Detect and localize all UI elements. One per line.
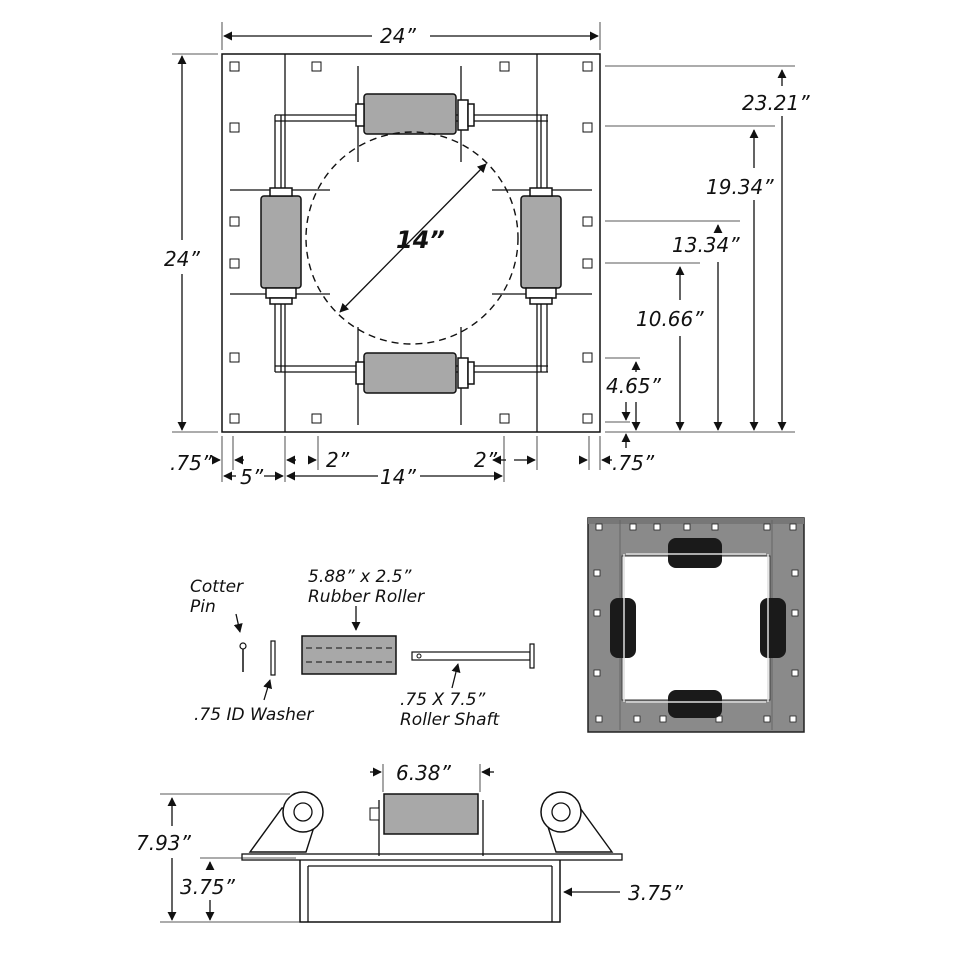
side-view: 6.38” 7.93” 3.75” 3.75” [136, 761, 684, 923]
right-roller [492, 187, 592, 305]
assembly-photo [587, 517, 805, 733]
circle-diameter-label: 14” [396, 226, 445, 254]
washer-label: .75 ID Washer [194, 705, 314, 725]
bolt-holes [229, 61, 593, 424]
dim-center: 14” [380, 465, 416, 489]
right-dimensions: 23.21” 19.34” 13.34” 10.66” 4.65” [605, 65, 810, 448]
dim-4-65: 4.65” [606, 374, 662, 398]
circle-diameter-arrow [339, 163, 487, 313]
cotter-pin [239, 642, 247, 672]
dim-19-34: 19.34” [706, 175, 774, 199]
dim-left-section: 5” [240, 465, 264, 489]
height-dimension-label: 24” [164, 247, 200, 271]
width-dimension-label: 24” [380, 24, 416, 48]
roller-shaft-label-line2: Roller Shaft [400, 710, 500, 730]
dim-left-gap: 2” [326, 448, 350, 472]
washer [270, 640, 276, 676]
left-roller [230, 187, 330, 305]
roller-shaft-label-line1: .75 X 7.5” [400, 690, 486, 710]
side-roller [383, 793, 479, 835]
rubber-roller-label-line2: Rubber Roller [308, 587, 425, 607]
overall-height-label: 7.93” [136, 831, 192, 855]
bottom-dimensions: .75” 5” 2” 14” 2” .75” [170, 436, 655, 489]
dim-23-21: 23.21” [742, 91, 810, 115]
dim-13-34: 13.34” [672, 233, 740, 257]
base-height-right-label: 3.75” [628, 881, 684, 905]
rubber-roller-part [301, 635, 397, 675]
bottom-roller [355, 327, 475, 425]
cotter-pin-label-line2: Pin [190, 597, 216, 617]
roller-shaft-part [411, 643, 535, 669]
dim-right-edge: .75” [612, 451, 655, 475]
parts-breakdown: Cotter Pin .75 ID Washer 5.88” x 2.5” Ru… [190, 567, 535, 730]
dim-left-edge: .75” [170, 451, 213, 475]
roller-shaft-label: .75 X 7.5” Roller Shaft [400, 690, 500, 730]
rubber-roller-label-line1: 5.88” x 2.5” [308, 567, 412, 587]
top-view: 14” 24” 24” [164, 22, 810, 489]
top-roller [355, 66, 475, 162]
clearance-circle [305, 131, 519, 345]
cotter-pin-label-line1: Cotter [190, 577, 244, 597]
dim-right-gap: 2” [474, 448, 498, 472]
base-height-left-label: 3.75” [180, 875, 236, 899]
side-roller-width-label: 6.38” [396, 761, 452, 785]
cotter-pin-label: Cotter Pin [190, 577, 248, 617]
rubber-roller-label: 5.88” x 2.5” Rubber Roller [308, 567, 425, 607]
dim-10-66: 10.66” [636, 307, 704, 331]
